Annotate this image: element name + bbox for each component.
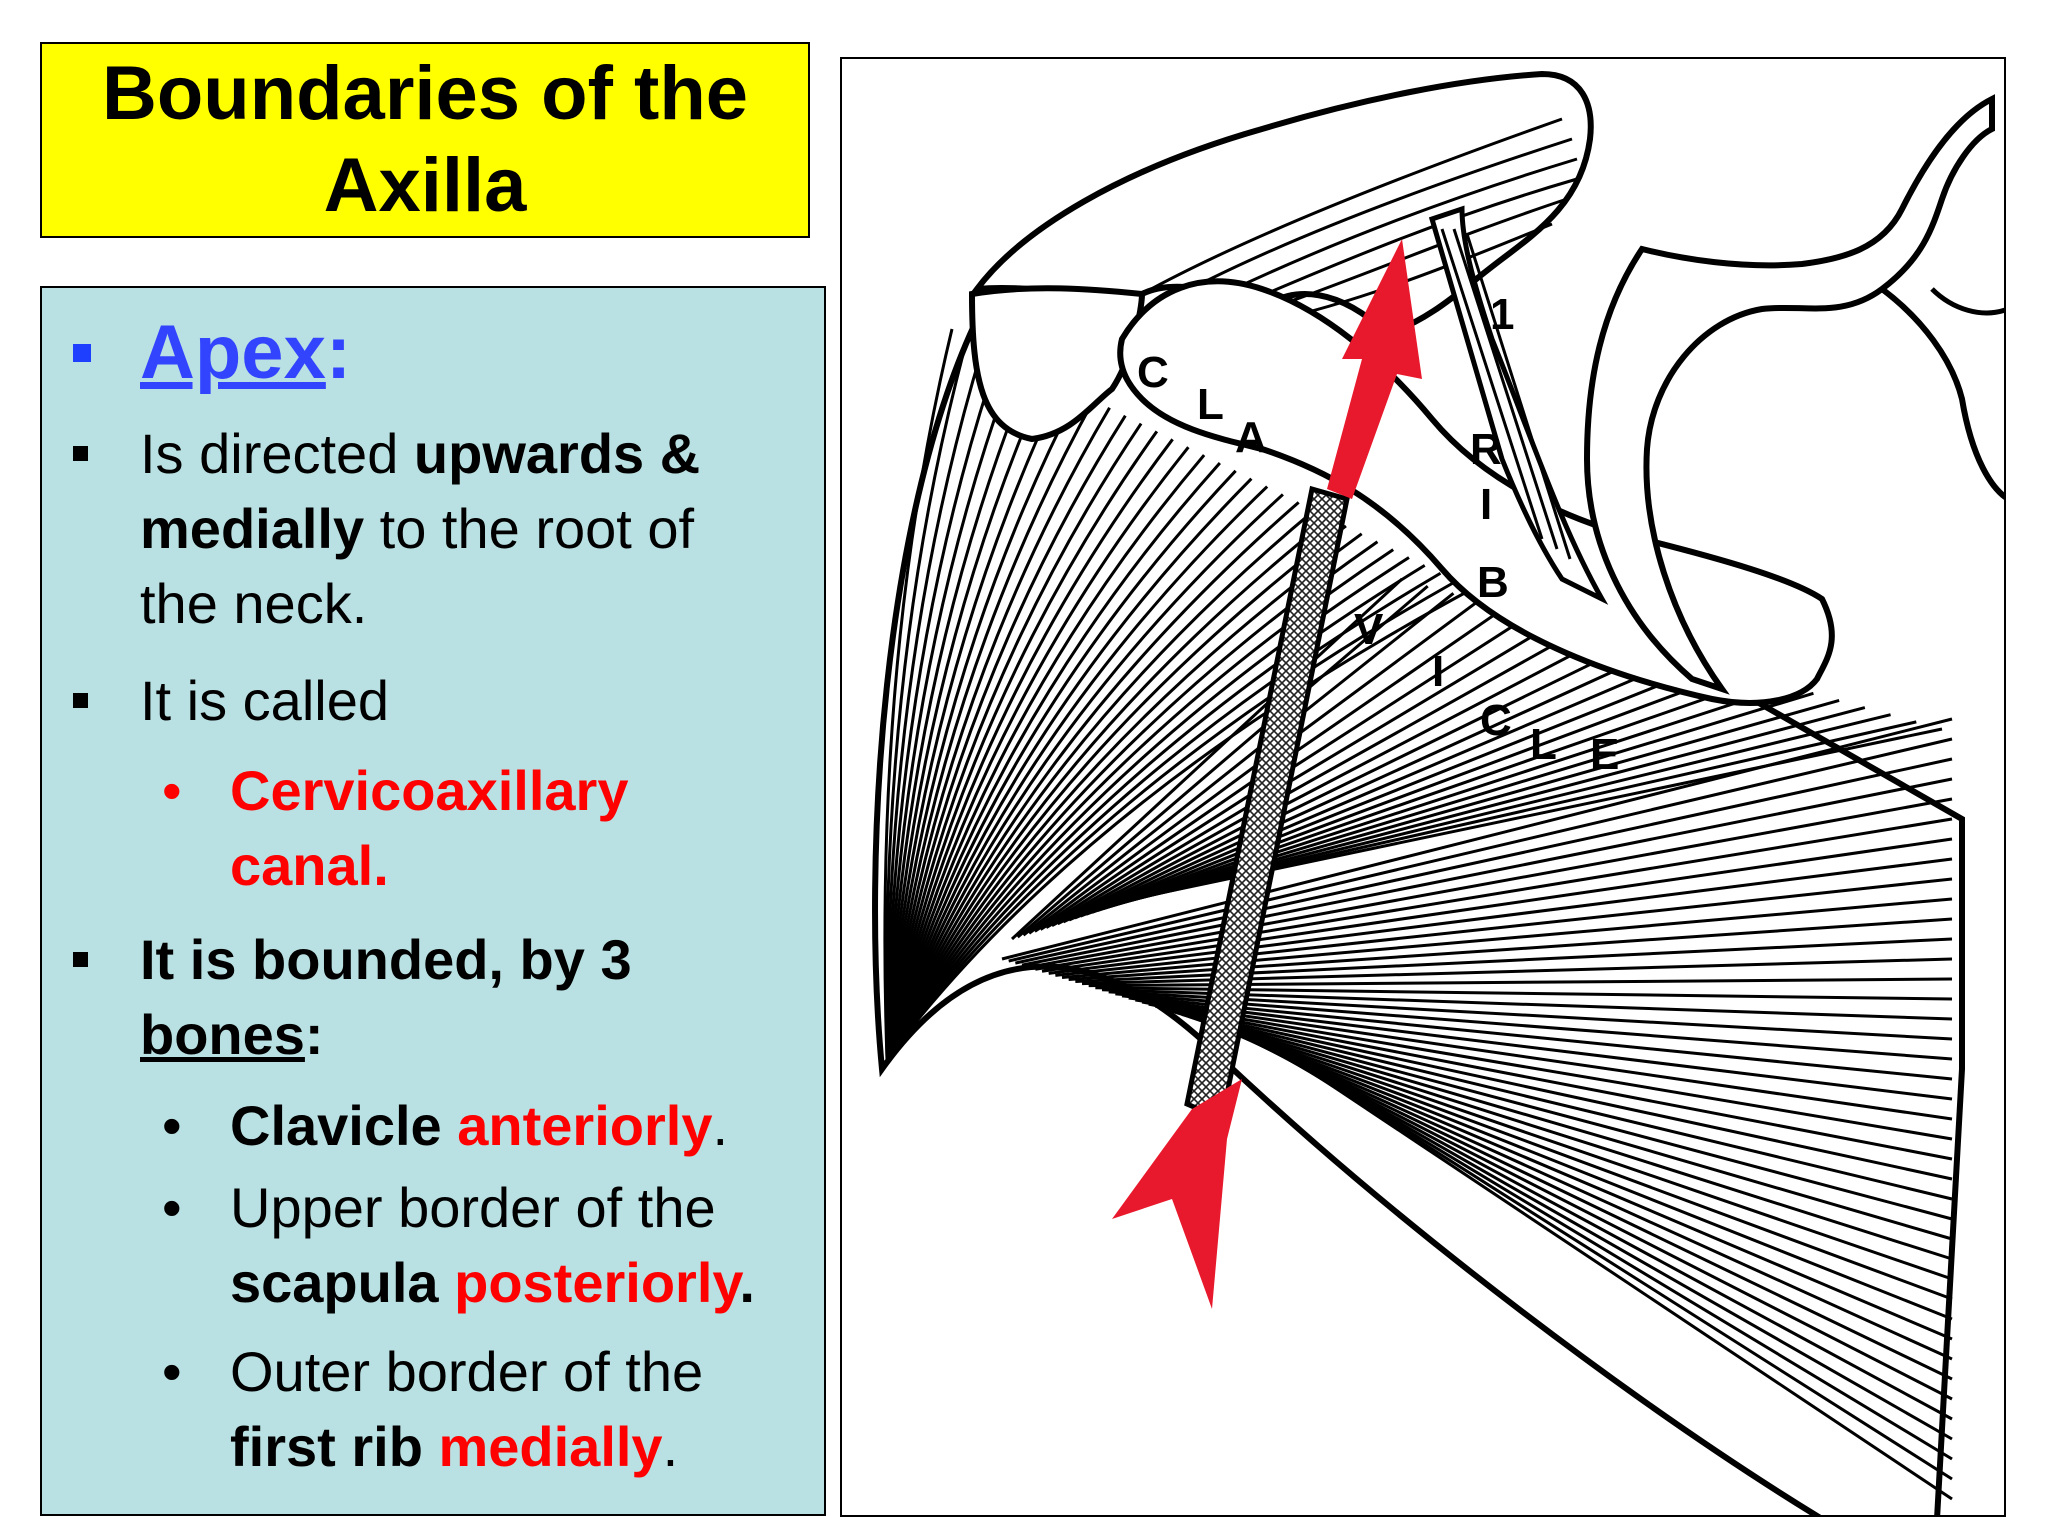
- slide-title-box: Boundaries of the Axilla: [40, 42, 810, 238]
- scapula-bold: scapula: [230, 1251, 455, 1314]
- dot-bullet-icon: •: [162, 1176, 182, 1239]
- rib-bold: first rib: [230, 1415, 439, 1478]
- square-bullet-icon: [73, 952, 88, 967]
- bounded-colon: :: [304, 1003, 324, 1066]
- bounded-text-1: It is bounded, by 3: [140, 928, 632, 991]
- sub-bullet-first-rib: Outer border of the first rib medially.: [230, 1334, 703, 1484]
- red-arrow-icon: [1112, 239, 1422, 1309]
- label-rib-b: B: [1477, 558, 1509, 607]
- scapula-period: .: [739, 1251, 755, 1314]
- rib-line-1: Outer border of the: [230, 1340, 704, 1403]
- label-clavicle-i: I: [1432, 647, 1444, 696]
- title-line-2: Axilla: [323, 143, 527, 228]
- label-rib-i: I: [1480, 480, 1492, 529]
- canal-line-1: Cervicoaxillary: [230, 759, 629, 822]
- bullet-directed-text-3: the neck.: [140, 572, 368, 635]
- bullet-directed-text-1: Is directed: [140, 422, 414, 485]
- axilla-drawing: C L A V I C L E 1 R I B: [872, 70, 2004, 1515]
- acromion: [968, 285, 1146, 443]
- blue-square-bullet-icon: [73, 344, 91, 362]
- sub-bullet-canal: Cervicoaxillary canal.: [230, 753, 628, 903]
- label-rib-1: 1: [1490, 290, 1514, 339]
- bullet-directed-bold-2: medially: [140, 497, 365, 560]
- muscle-mass: [872, 245, 1965, 1515]
- square-bullet-icon: [73, 446, 88, 461]
- scalene-band: [1428, 205, 1609, 605]
- label-clavicle-c: C: [1137, 348, 1169, 397]
- bullet-bounded: It is bounded, by 3 bones:: [140, 922, 632, 1072]
- apex-label: Apex: [140, 310, 326, 395]
- label-clavicle-c2: C: [1480, 696, 1512, 745]
- diagram-labels: C L A V I C L E 1 R I B: [1137, 290, 1619, 779]
- bullet-directed-bold-1: upwards &: [413, 422, 701, 485]
- clavicle-period: .: [712, 1094, 729, 1157]
- axilla-illustration: C L A V I C L E 1 R I B: [840, 57, 2006, 1517]
- scapula-red: posteriorly: [454, 1251, 740, 1314]
- rib-period: .: [662, 1415, 679, 1478]
- first-rib: [1583, 94, 1995, 695]
- sub-bullet-clavicle: Clavicle anteriorly.: [230, 1088, 728, 1163]
- content-panel: Apex: Is directed upwards & medially to …: [40, 286, 826, 1516]
- red-dot-bullet-icon: •: [162, 759, 182, 822]
- label-clavicle-l: L: [1197, 380, 1224, 429]
- title-line-1: Boundaries of the: [101, 51, 749, 136]
- rib-red: medially: [438, 1415, 663, 1478]
- bounded-text-bones: bones: [140, 1003, 305, 1066]
- bullet-called: It is called: [140, 669, 389, 732]
- label-clavicle-l2: L: [1530, 720, 1557, 769]
- dot-bullet-icon: •: [162, 1340, 182, 1403]
- square-bullet-icon: [73, 693, 88, 708]
- canal-line-2: canal.: [230, 834, 389, 897]
- slide-title: Boundaries of the Axilla: [42, 48, 808, 232]
- apex-heading: Apex:: [140, 308, 351, 398]
- sub-bullet-scapula: Upper border of the scapula posteriorly.: [230, 1170, 755, 1320]
- bullet-directed-text-2: to the root of: [364, 497, 695, 560]
- clavicle-red: anteriorly: [457, 1094, 713, 1157]
- clavicle-bold: Clavicle: [230, 1094, 458, 1157]
- bullet-directed: Is directed upwards & medially to the ro…: [140, 416, 820, 641]
- label-clavicle-v: V: [1354, 605, 1384, 654]
- dot-bullet-icon: •: [162, 1094, 182, 1157]
- label-clavicle-a: A: [1235, 413, 1267, 462]
- scapula-line-1: Upper border of the: [230, 1176, 716, 1239]
- label-clavicle-e: E: [1590, 730, 1619, 779]
- apex-colon: :: [325, 310, 352, 395]
- label-rib-r: R: [1470, 425, 1502, 474]
